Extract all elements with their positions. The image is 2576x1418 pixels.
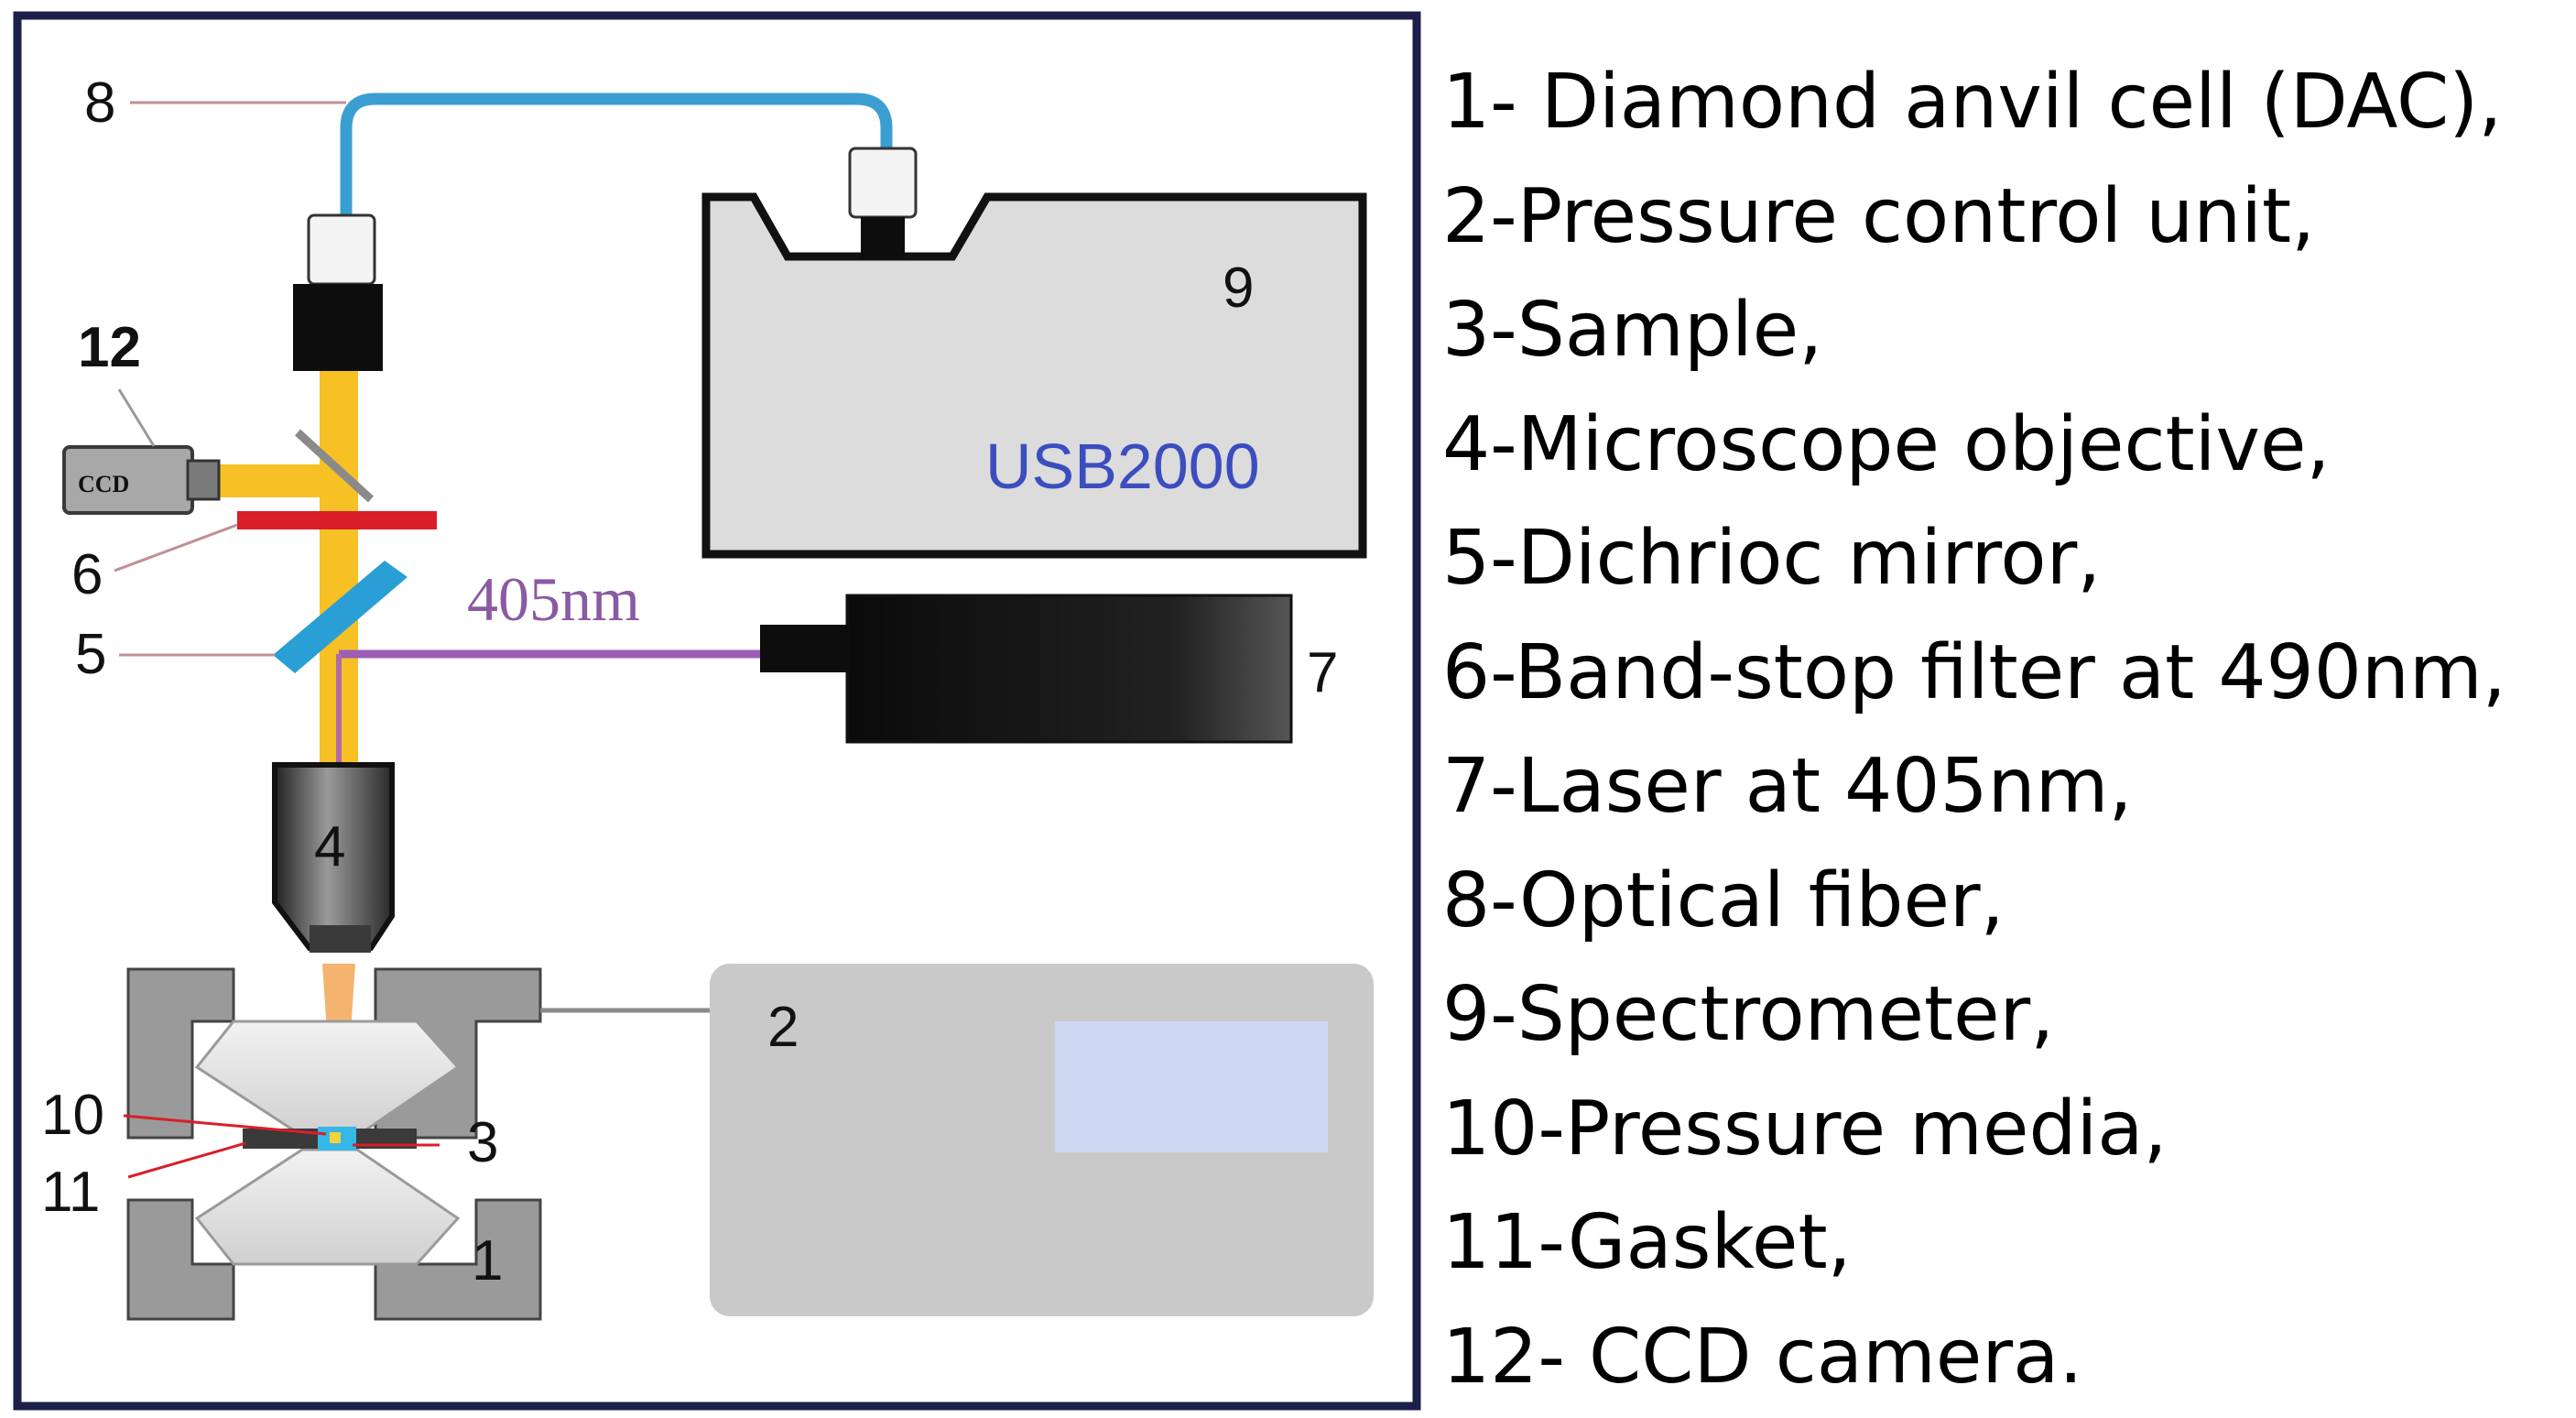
label-4: 4 — [314, 815, 345, 878]
laser-body — [845, 594, 1293, 744]
ccd-beam — [212, 464, 339, 497]
lower-diamond — [194, 1148, 461, 1266]
label-12: 12 — [78, 316, 141, 379]
optical-fiber — [340, 93, 893, 215]
label-3: 3 — [467, 1111, 498, 1174]
objective-tip — [310, 925, 371, 953]
legend-item-5: 5-Dichrioc mirror, — [1442, 515, 2102, 602]
ccd-mirror — [294, 429, 375, 503]
fiber-coupler-black — [293, 284, 383, 371]
legend-item-3: 3-Sample, — [1442, 287, 1823, 374]
legend-item-1: 1- Diamond anvil cell (DAC), — [1442, 59, 2503, 146]
label-8: 8 — [84, 71, 115, 135]
label-9: 9 — [1223, 256, 1254, 320]
fiber-connector-left — [307, 213, 376, 286]
setup-diagram: CCD 405nm USB2000 8 12 6 5 4 10 11 3 1 2… — [13, 11, 1421, 1411]
label-6: 6 — [71, 543, 103, 606]
spectrometer-body — [701, 192, 1367, 559]
laser-aperture — [760, 625, 850, 672]
ccd-lens — [186, 459, 221, 501]
legend-item-9: 9-Spectrometer, — [1442, 971, 2055, 1058]
band-stop-filter — [237, 511, 437, 529]
label-2: 2 — [767, 996, 799, 1059]
legend-item-7: 7-Laser at 405nm, — [1442, 743, 2133, 830]
laser-wavelength-label: 405nm — [467, 564, 640, 634]
legend-item-4: 4-Microscope objective, — [1442, 400, 2331, 488]
spectrometer-model: USB2000 — [985, 431, 1260, 502]
legend-item-6: 6-Band-stop filter at 490nm, — [1442, 628, 2506, 716]
dac-lower-right — [374, 1198, 542, 1321]
legend-item-2: 2-Pressure control unit, — [1442, 172, 2316, 260]
dichroic-mirror — [273, 561, 408, 673]
label-5: 5 — [75, 623, 106, 686]
legend-item-11: 11-Gasket, — [1442, 1199, 1852, 1286]
legend-item-12: 12- CCD camera. — [1442, 1313, 2083, 1401]
label-11: 11 — [41, 1161, 100, 1224]
fiber-connector-right — [848, 147, 918, 219]
component-legend: 1- Diamond anvil cell (DAC), 2-Pressure … — [1442, 46, 2569, 1414]
legend-item-8: 8-Optical fiber, — [1442, 856, 2005, 944]
label-7: 7 — [1307, 641, 1338, 704]
legend-item-10: 10-Pressure media, — [1442, 1085, 2168, 1173]
ccd-text: CCD — [78, 471, 129, 497]
sample — [330, 1132, 341, 1143]
spectrometer-port — [861, 217, 905, 258]
label-10: 10 — [41, 1084, 104, 1147]
label-1: 1 — [472, 1229, 503, 1293]
dac-upper-left — [126, 967, 235, 1140]
pressure-display — [1055, 1021, 1328, 1152]
